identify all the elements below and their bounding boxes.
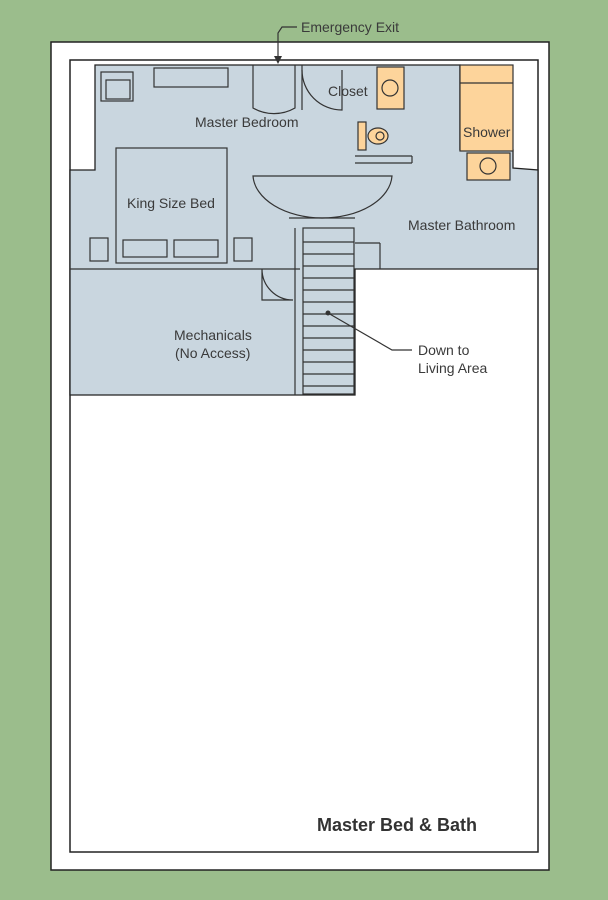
emergency-exit-arrow (277, 26, 297, 60)
bathroom-sink (466, 152, 511, 181)
closet-sink (376, 66, 405, 110)
king-size-bed (115, 147, 228, 264)
no-access-label: (No Access) (175, 345, 250, 361)
mechanicals-label: Mechanicals (174, 327, 252, 343)
emergency-exit-arrowhead (274, 56, 282, 64)
master-bedroom-label: Master Bedroom (195, 114, 298, 130)
dresser (153, 67, 229, 88)
stairs-pointer-line (327, 312, 412, 351)
closet-label: Closet (328, 83, 368, 99)
bedroom-door-swing (252, 65, 296, 115)
nightstand-right (233, 237, 253, 262)
master-bathroom-label: Master Bathroom (408, 217, 515, 233)
toilet (357, 121, 389, 151)
armchair (100, 71, 134, 102)
closet-door-swing (301, 69, 343, 111)
mechanicals-door-swing (261, 268, 294, 301)
stairs-label-line1: Down to (418, 342, 470, 358)
stairs-label-line2: Living Area (418, 360, 487, 376)
shower-label: Shower (463, 124, 511, 140)
shower (459, 64, 514, 152)
plan-title: Master Bed & Bath (317, 815, 477, 835)
nightstand-left (89, 237, 109, 262)
king-bed-label: King Size Bed (127, 195, 215, 211)
plan-border (69, 59, 539, 853)
emergency-exit-label: Emergency Exit (301, 19, 399, 35)
